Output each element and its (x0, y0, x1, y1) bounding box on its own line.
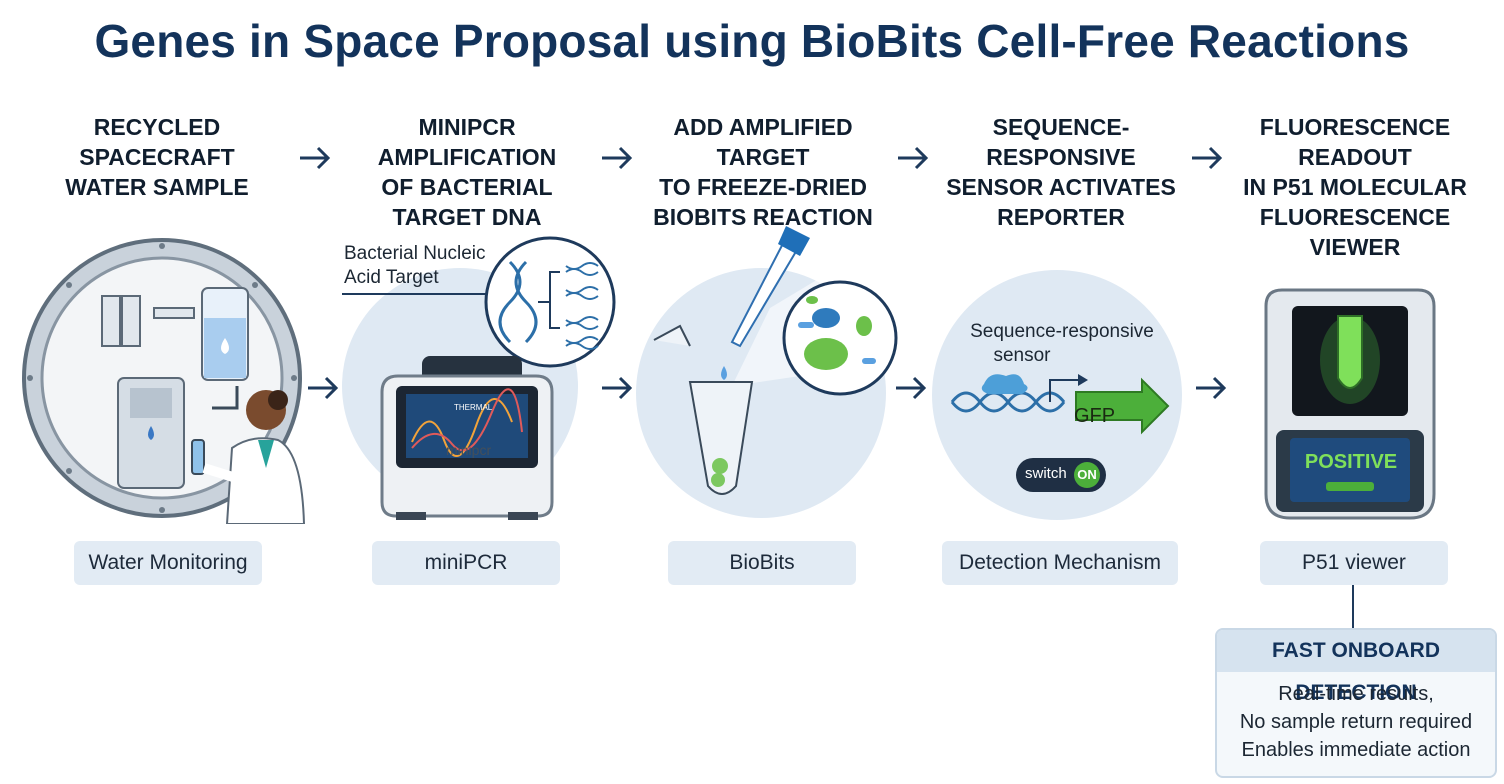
fast-detection-box: FAST ONBOARD DETECTION Real-time results… (1215, 628, 1497, 778)
minipcr-badge: miniPCR (372, 541, 560, 585)
flow-arrow-3-icon (896, 376, 927, 400)
diagram-title: Genes in Space Proposal using BioBits Ce… (94, 15, 1410, 67)
switch-label: switch (1025, 465, 1067, 482)
detection-mechanism-badge: Detection Mechanism (942, 541, 1178, 585)
flow-arrow-4-icon (1196, 376, 1227, 400)
p51-viewer-badge: P51 viewer (1260, 541, 1448, 585)
biobits-tube-icon (653, 226, 898, 495)
dna-amplification-icon (484, 236, 616, 368)
fast-detection-connector (1352, 585, 1354, 628)
fast-detection-heading: FAST ONBOARD DETECTION (1217, 630, 1495, 704)
p51-viewer-icon (1264, 288, 1436, 520)
positive-readout: POSITIVE (1304, 451, 1398, 473)
sensor-gene-icon (950, 374, 1170, 435)
switch-state: ON (1074, 462, 1100, 488)
flow-arrow-2-icon (602, 376, 633, 400)
switch-toggle: switch ON (1016, 458, 1106, 492)
biobits-badge: BioBits (668, 541, 856, 585)
target-pointer-line (342, 293, 488, 295)
pcr-screen-label: THERMAL (454, 403, 493, 412)
header-arrow-2-icon (602, 146, 633, 170)
flow-arrow-1-icon (308, 376, 339, 400)
header-arrow-3-icon (898, 146, 929, 170)
minipcr-device-icon (380, 356, 554, 520)
water-monitoring-illustration (22, 238, 306, 524)
gfp-label: GFP (1074, 405, 1116, 427)
water-monitoring-badge: Water Monitoring (74, 541, 262, 585)
fast-detection-benefits: Real-time results, No sample return requ… (1239, 683, 1473, 761)
pcr-brand-label: minipcr (446, 442, 492, 458)
header-arrow-1-icon (300, 146, 331, 170)
header-arrow-4-icon (1192, 146, 1223, 170)
